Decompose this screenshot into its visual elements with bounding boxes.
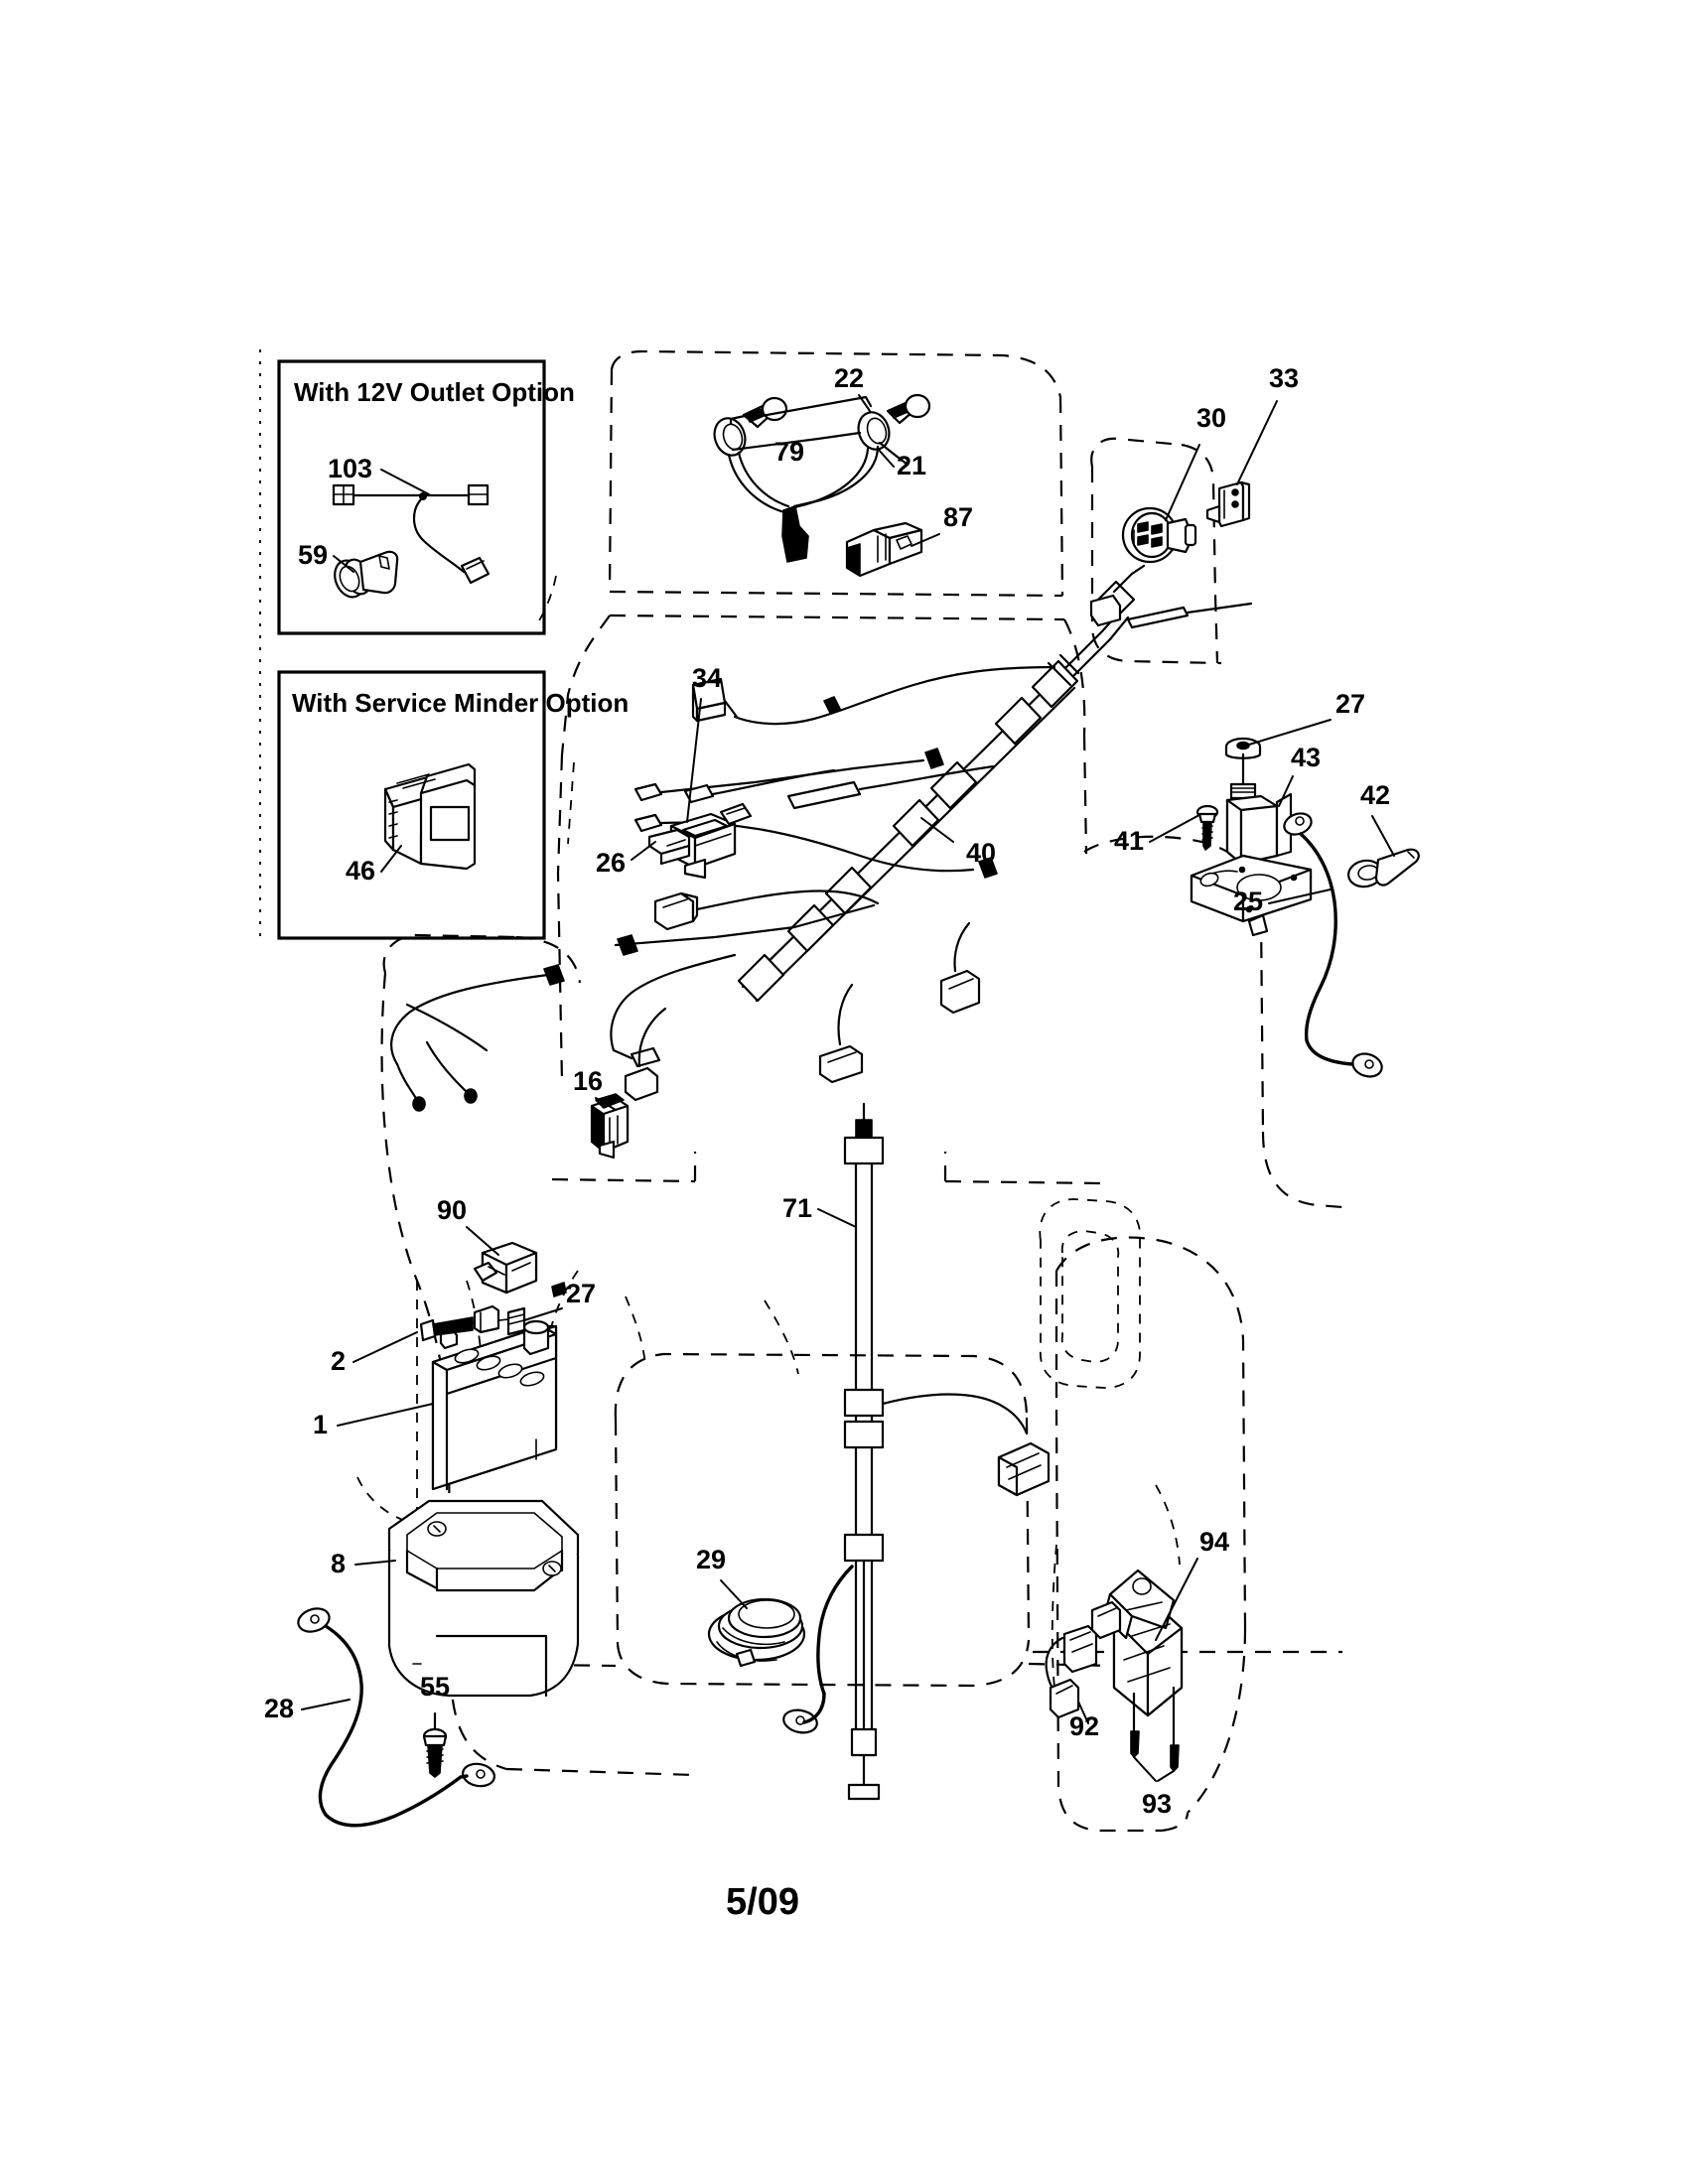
callout-79: 79 — [774, 437, 804, 467]
part-92-connector — [1045, 1624, 1098, 1719]
callout-87: 87 — [943, 502, 973, 532]
part-22-79-21-headlight-harness — [713, 393, 931, 563]
option-box-title: With 12V Outlet Option — [294, 377, 575, 407]
part-46-service-minder-module — [383, 762, 477, 871]
part-71-long-cable — [782, 1102, 1051, 1789]
callout-8: 8 — [331, 1549, 346, 1578]
callout-55: 55 — [420, 1672, 450, 1702]
part-33-ignition-key — [1205, 480, 1251, 528]
mid-connectors — [624, 889, 981, 1102]
callout-16: 16 — [573, 1066, 603, 1096]
callout-42: 42 — [1360, 780, 1390, 810]
callout-21: 21 — [897, 451, 926, 480]
option-box-service-minder: With Service Minder Option 46 — [277, 670, 629, 940]
part-103-outlet-wire — [332, 483, 491, 585]
callout-94: 94 — [1199, 1527, 1229, 1557]
date-stamp: 5/09 — [726, 1881, 799, 1923]
part-43-solenoid — [1190, 737, 1313, 937]
callout-2: 2 — [331, 1346, 346, 1376]
callout-43: 43 — [1291, 743, 1321, 772]
callout-34: 34 — [692, 663, 722, 693]
part-90-relay — [473, 1241, 538, 1295]
callout-93: 93 — [1142, 1789, 1172, 1819]
misc-hardware — [551, 1282, 881, 1801]
part-94-module — [1090, 1569, 1184, 1717]
part-28-ground-cable — [297, 1607, 495, 1828]
callout-27-battery: 27 — [566, 1279, 596, 1308]
part-59-12v-outlet — [334, 550, 399, 599]
part-25-battery-cable — [1283, 812, 1383, 1078]
callout-103: 103 — [328, 454, 372, 483]
callout-26: 26 — [596, 848, 626, 878]
callout-71: 71 — [782, 1193, 812, 1223]
callout-59: 59 — [298, 540, 328, 570]
harness-clips-mid — [719, 802, 753, 826]
callout-30: 30 — [1196, 403, 1226, 433]
option-box-12v-outlet: With 12V Outlet Option 103 59 — [277, 359, 575, 635]
part-40-main-wire-harness — [737, 564, 1146, 1003]
part-16-connector — [590, 1093, 630, 1160]
part-55-bolt — [422, 1711, 448, 1778]
part-1-battery — [431, 1319, 558, 1491]
callout-41: 41 — [1114, 826, 1144, 856]
option-box-title-2: With Service Minder Option — [292, 688, 629, 718]
callout-22: 22 — [834, 363, 864, 393]
callout-90: 90 — [437, 1195, 467, 1225]
callout-33: 33 — [1269, 363, 1299, 393]
part-29-horn — [707, 1597, 806, 1668]
callout-46: 46 — [346, 856, 375, 886]
part-26-clip — [647, 828, 691, 866]
part-2-battery-bolt — [419, 1316, 509, 1342]
part-27-battery-nut — [473, 1304, 526, 1336]
callout-25: 25 — [1233, 887, 1263, 916]
callout-1: 1 — [313, 1410, 328, 1439]
part-87-connector — [845, 521, 923, 578]
part-93-screws — [1130, 1686, 1180, 1782]
part-41-screw — [1195, 804, 1219, 851]
part-42-terminal-boot — [1347, 848, 1420, 888]
callout-28: 28 — [264, 1694, 294, 1723]
part-30-ignition-switch — [1121, 506, 1197, 564]
callout-27-solenoid: 27 — [1335, 689, 1365, 719]
dash-branch-wires — [390, 594, 1253, 1112]
callout-29: 29 — [696, 1545, 726, 1574]
part-8-battery-box — [387, 1499, 580, 1698]
